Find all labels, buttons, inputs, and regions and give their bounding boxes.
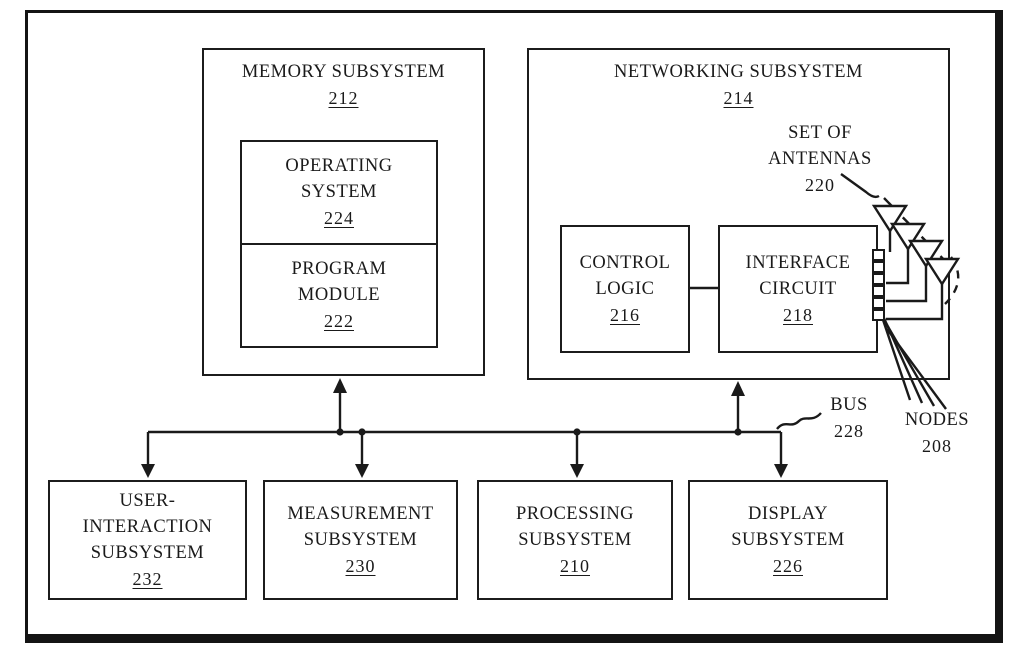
display-subsystem-title: DISPLAY SUBSYSTEM [731, 503, 845, 550]
processing-subsystem-ref: 210 [560, 555, 590, 576]
measurement-subsystem-title: MEASUREMENT SUBSYSTEM [287, 503, 434, 550]
display-subsystem-ref: 226 [773, 555, 803, 576]
control-logic-box: CONTROL LOGIC 216 [560, 225, 690, 353]
program-module-box: PROGRAM MODULE 222 [240, 243, 438, 348]
interface-circuit-box: INTERFACE CIRCUIT 218 [718, 225, 878, 353]
operating-system-ref: 224 [324, 208, 354, 228]
bus-title: BUS [830, 395, 868, 415]
bus-label: BUS 228 [816, 392, 882, 444]
set-of-antennas-title: SET OF ANTENNAS [768, 123, 872, 169]
bus-ref: 228 [834, 421, 864, 441]
memory-subsystem-ref: 212 [328, 88, 359, 108]
set-of-antennas-ref: 220 [805, 175, 835, 195]
operating-system-title: OPERATING SYSTEM [285, 156, 393, 202]
set-of-antennas-label: SET OF ANTENNAS 220 [745, 120, 895, 198]
control-logic-title: CONTROL LOGIC [579, 252, 671, 299]
user-interaction-subsystem-ref: 232 [132, 568, 163, 589]
nodes-ref: 208 [922, 436, 952, 456]
measurement-subsystem-ref: 230 [345, 555, 376, 576]
user-interaction-subsystem-box: USER- INTERACTION SUBSYSTEM 232 [48, 480, 247, 600]
nodes-title: NODES [904, 410, 970, 430]
control-logic-ref: 216 [610, 304, 640, 325]
nodes-label: NODES 208 [893, 407, 981, 459]
display-subsystem-box: DISPLAY SUBSYSTEM 226 [688, 480, 888, 600]
figure-border [25, 10, 1003, 643]
memory-subsystem-title: MEMORY SUBSYSTEM [241, 62, 446, 82]
processing-subsystem-box: PROCESSING SUBSYSTEM 210 [477, 480, 673, 600]
interface-circuit-title: INTERFACE CIRCUIT [745, 252, 851, 299]
processing-subsystem-title: PROCESSING SUBSYSTEM [515, 503, 635, 550]
operating-system-box: OPERATING SYSTEM 224 [240, 140, 438, 245]
measurement-subsystem-box: MEASUREMENT SUBSYSTEM 230 [263, 480, 458, 600]
networking-subsystem-ref: 214 [723, 88, 754, 108]
networking-subsystem-title: NETWORKING SUBSYSTEM [614, 62, 863, 82]
program-module-title: PROGRAM MODULE [291, 259, 387, 305]
interface-circuit-ref: 218 [783, 304, 813, 325]
user-interaction-subsystem-title: USER- INTERACTION SUBSYSTEM [82, 490, 213, 563]
program-module-ref: 222 [324, 311, 354, 331]
